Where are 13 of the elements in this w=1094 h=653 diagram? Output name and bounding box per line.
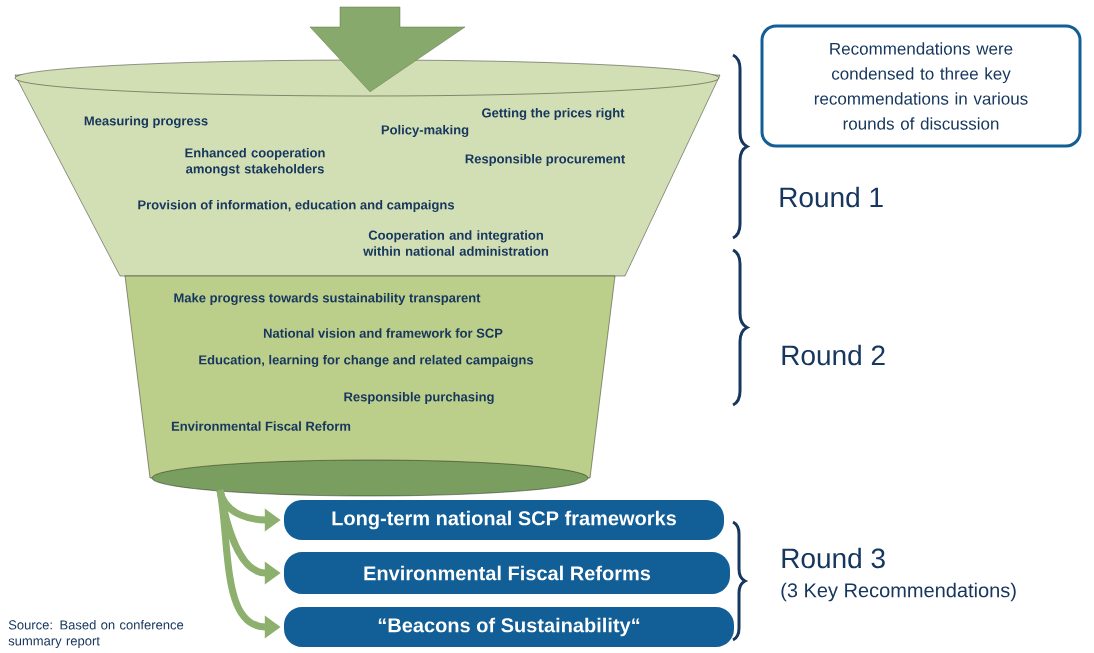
recommendation-pill: Long-term national SCP frameworks <box>284 500 724 540</box>
funnel-section: Measuring progress Getting the prices right Policy-making Enhanced cooperation amongst stakeholders Responsible procurement Provision of information, education and campaigns Cooperation and integration within national administration <box>14 59 721 277</box>
funnel-section: Make progress towards sustainability transparent National vision and framework for SCP Education, learning for change and related campaigns Responsible purchasing Environmental Fiscal Reform <box>124 275 616 479</box>
recommendation-pill: “Beacons of Sustainability“ <box>284 607 734 647</box>
block-arrow <box>309 6 466 93</box>
note-box: Recommendations were condensed to three key recommendations in various rounds of discussion <box>760 24 1082 148</box>
round-label: Round 1 <box>780 186 883 208</box>
round-label: Round 2 <box>782 344 885 366</box>
round-subtitle: (3 Key Recommendations) <box>781 582 1016 602</box>
round-label: Round 3 <box>782 547 885 569</box>
recommendation-pill: Environmental Fiscal Reforms <box>284 552 730 594</box>
funnel-outlet <box>151 459 589 497</box>
source-note: Source: Based on conference summary report <box>8 619 184 649</box>
